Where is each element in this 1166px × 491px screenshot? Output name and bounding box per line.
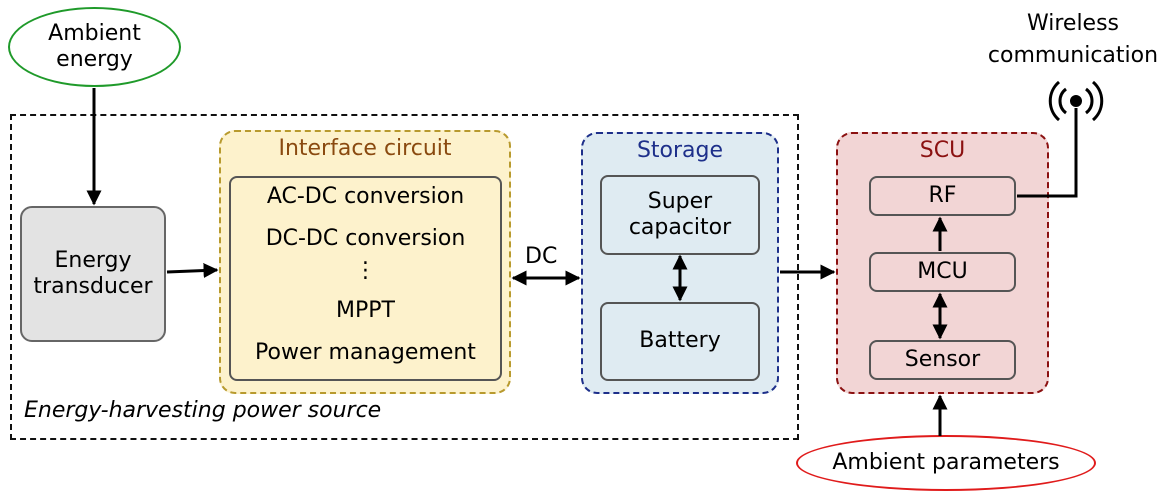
ambient-parameters-label: Ambient parameters	[832, 449, 1060, 475]
interface-item-power-management: Power management	[255, 340, 476, 365]
ambient-parameters-node: Ambient parameters	[796, 435, 1096, 491]
arrow-transducer-to-interface	[166, 263, 219, 279]
battery-box: Battery	[600, 302, 760, 381]
wireless-line1: Wireless	[1026, 11, 1120, 36]
interface-item-acdc: AC-DC conversion	[266, 184, 465, 209]
rf-to-antenna-wire	[1017, 108, 1078, 198]
rf-box: RF	[869, 176, 1016, 216]
supercapacitor-box: Super capacitor	[600, 175, 760, 255]
supercap-line1: Super	[647, 188, 713, 214]
interface-functions-box: AC-DC conversion DC-DC conversion ⋮ MPPT…	[229, 176, 502, 381]
power-source-label: Energy-harvesting power source	[24, 398, 382, 423]
transducer-line1: Energy	[54, 247, 132, 273]
antenna-icon	[1048, 80, 1104, 122]
sensor-label: Sensor	[904, 346, 981, 372]
dc-label: DC	[525, 244, 558, 269]
power-source-boundary	[10, 114, 799, 440]
battery-label: Battery	[639, 328, 721, 354]
energy-transducer-box: Energy transducer	[20, 206, 166, 342]
ambient-energy-node: Ambient energy	[8, 7, 181, 87]
rf-label: RF	[928, 182, 957, 208]
sensor-box: Sensor	[869, 340, 1016, 380]
ambient-energy-line1: Ambient	[48, 20, 141, 46]
scu-title: SCU	[919, 138, 966, 163]
wireless-label: Wireless communication	[980, 8, 1166, 72]
transducer-line2: transducer	[33, 274, 153, 299]
interface-item-mppt: MPPT	[336, 298, 395, 323]
mcu-label: MCU	[917, 258, 968, 284]
interface-circuit-title: Interface circuit	[278, 136, 452, 161]
mcu-box: MCU	[869, 252, 1016, 292]
supercap-line2: capacitor	[628, 215, 732, 240]
storage-title: Storage	[636, 138, 724, 163]
ambient-energy-line2: energy	[56, 47, 133, 72]
interface-item-dcdc: DC-DC conversion	[265, 226, 466, 251]
wireless-line2: communication	[987, 43, 1159, 68]
interface-item-ellipsis: ⋮	[354, 258, 377, 283]
scu-group	[836, 132, 1049, 394]
